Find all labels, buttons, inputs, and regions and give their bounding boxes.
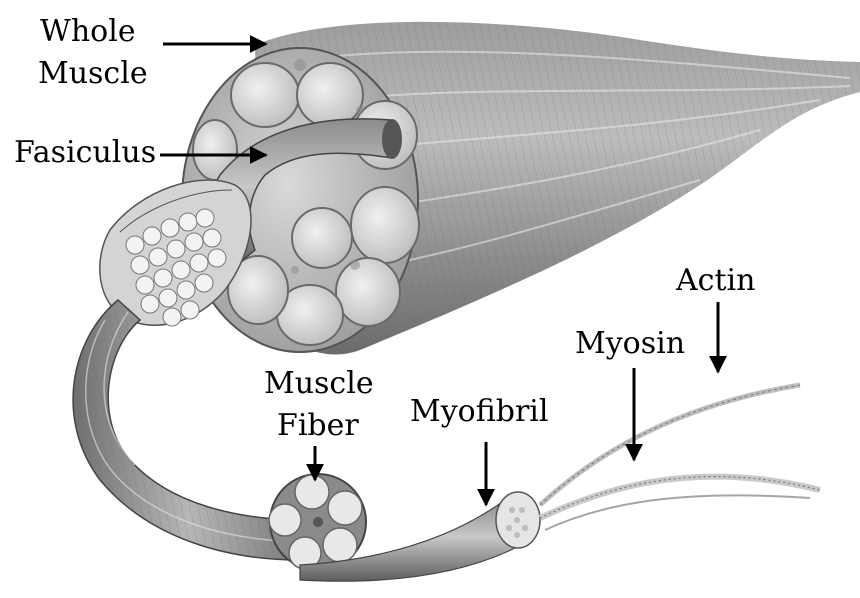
actin-filament: [540, 385, 800, 505]
label-actin: Actin: [676, 264, 755, 298]
label-myosin: Myosin: [575, 327, 685, 361]
label-whole-muscle-line2: Muscle: [38, 57, 148, 91]
label-muscle-fiber-line1: Muscle: [264, 367, 374, 401]
muscle-fiber-cross-section: [269, 474, 366, 570]
label-myofibril: Myofibril: [410, 395, 548, 429]
label-whole-muscle-line1: Whole: [40, 15, 136, 49]
label-muscle-fiber-line2: Fiber: [277, 409, 359, 443]
label-fasiculus: Fasiculus: [14, 136, 156, 170]
